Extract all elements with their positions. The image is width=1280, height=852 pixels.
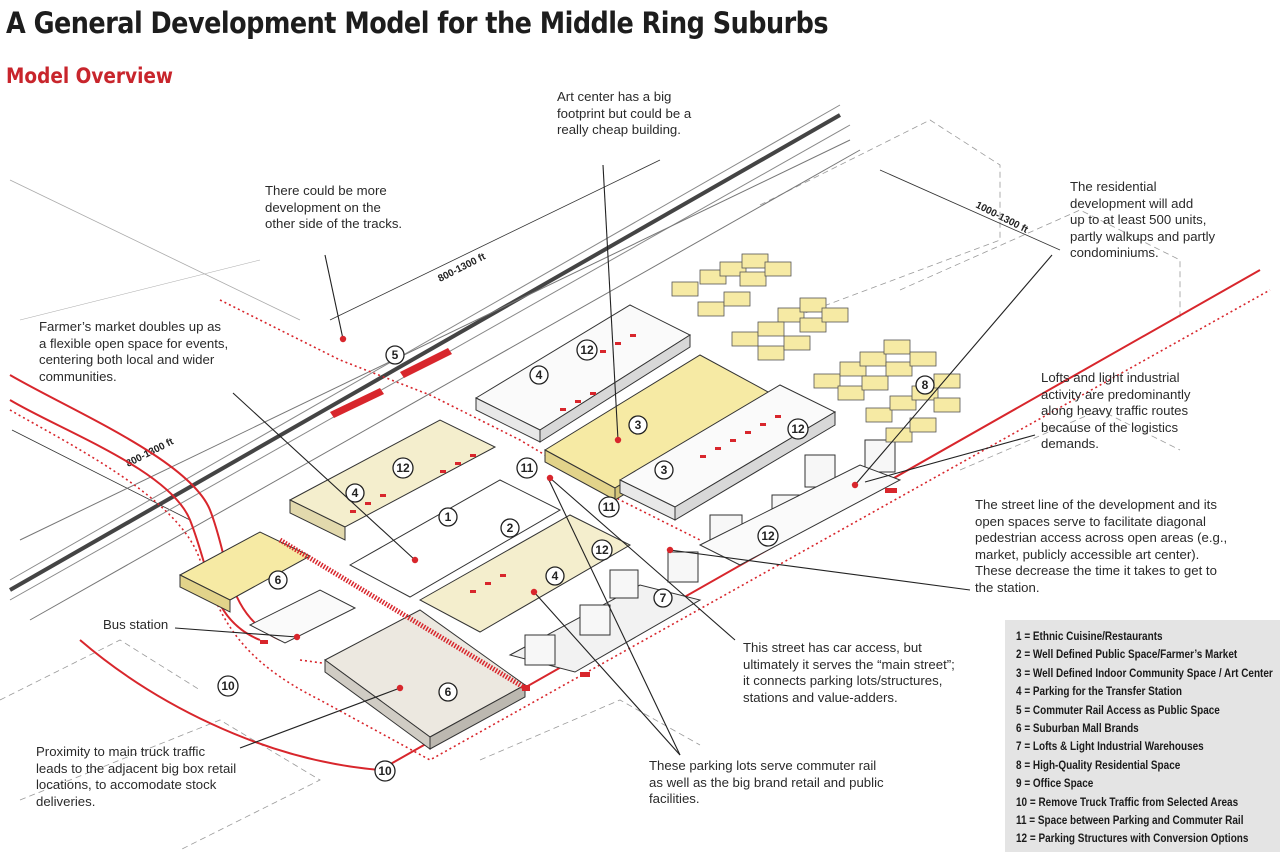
marker-label: 3 bbox=[635, 418, 642, 432]
marker-10: 10 bbox=[217, 675, 239, 697]
marker-5: 5 bbox=[385, 345, 405, 365]
annotation-art-center: Art center has a big footprint but could… bbox=[557, 89, 692, 138]
buildings bbox=[178, 304, 902, 750]
parking-dots bbox=[260, 334, 897, 691]
legend-item: 3 = Well Defined Indoor Community Space … bbox=[1016, 666, 1273, 680]
truck-routes bbox=[9, 269, 1261, 772]
marker-label: 1 bbox=[445, 510, 452, 524]
marker-label: 12 bbox=[791, 422, 805, 436]
marker-label: 10 bbox=[221, 679, 235, 693]
annotation-truck-traffic: Proximity to main truck traffic leads to… bbox=[36, 744, 237, 809]
marker-7: 7 bbox=[653, 588, 673, 608]
bus-station-block bbox=[248, 589, 357, 644]
marker-label: 7 bbox=[660, 591, 667, 605]
legend-item: 1 = Ethnic Cuisine/Restaurants bbox=[1016, 630, 1163, 643]
marker-12: 12 bbox=[576, 339, 598, 361]
marker-4: 4 bbox=[545, 566, 565, 586]
legend-item: 10 = Remove Truck Traffic from Selected … bbox=[1016, 795, 1239, 809]
legend-panel: 1 = Ethnic Cuisine/Restaurants 2 = Well … bbox=[1005, 620, 1280, 852]
marker-label: 12 bbox=[595, 543, 609, 557]
marker-label: 8 bbox=[922, 378, 929, 392]
trains bbox=[330, 348, 452, 418]
marker-8: 8 bbox=[915, 375, 935, 395]
marker-label: 6 bbox=[445, 685, 452, 699]
page-title: A General Development Model for the Midd… bbox=[6, 6, 829, 40]
marker-label: 3 bbox=[661, 463, 668, 477]
marker-12: 12 bbox=[392, 457, 414, 479]
marker-2: 2 bbox=[500, 518, 520, 538]
marker-12: 12 bbox=[757, 525, 779, 547]
context-lines bbox=[0, 119, 1181, 851]
marker-label: 4 bbox=[352, 486, 359, 500]
annotation-parking-lots: These parking lots serve commuter rail a… bbox=[649, 758, 884, 807]
marker-label: 5 bbox=[392, 348, 399, 362]
page-subtitle: Model Overview bbox=[6, 64, 174, 88]
parking-structure-south bbox=[418, 514, 632, 633]
marker-6: 6 bbox=[438, 682, 458, 702]
marker-label: 4 bbox=[536, 368, 543, 382]
marker-11: 11 bbox=[516, 457, 538, 479]
marker-label: 11 bbox=[603, 500, 616, 514]
legend-item: 12 = Parking Structures with Conversion … bbox=[1016, 832, 1249, 846]
annotation-residential: The residential development will add up … bbox=[1070, 179, 1216, 261]
legend-item: 4 = Parking for the Transfer Station bbox=[1016, 685, 1182, 699]
leader-lines bbox=[174, 164, 1053, 756]
marker-label: 12 bbox=[761, 529, 775, 543]
marker-3: 3 bbox=[654, 460, 674, 480]
marker-label: 6 bbox=[275, 573, 282, 587]
marker-12: 12 bbox=[787, 418, 809, 440]
legend-item: 2 = Well Defined Public Space/Farmer’s M… bbox=[1016, 648, 1238, 662]
marker-label: 12 bbox=[580, 343, 594, 357]
marker-11: 11 bbox=[598, 496, 620, 518]
marker-label: 4 bbox=[552, 569, 559, 583]
annotation-lofts: Lofts and light industrial activity are … bbox=[1041, 370, 1191, 452]
marker-4: 4 bbox=[529, 365, 549, 385]
marker-label: 12 bbox=[396, 461, 410, 475]
legend-item: 5 = Commuter Rail Access as Public Space bbox=[1016, 703, 1220, 717]
marker-4: 4 bbox=[345, 483, 365, 503]
annotation-more-development: There could be more development on the o… bbox=[265, 183, 403, 232]
marker-label: 11 bbox=[521, 461, 534, 475]
legend-item: 6 = Suburban Mall Brands bbox=[1016, 722, 1139, 736]
marker-6: 6 bbox=[268, 570, 288, 590]
marker-3: 3 bbox=[628, 415, 648, 435]
legend-item: 9 = Office Space bbox=[1016, 777, 1094, 791]
marker-label: 10 bbox=[378, 764, 392, 778]
marker-10: 10 bbox=[374, 760, 396, 782]
annotation-car-access: This street has car access, but ultimate… bbox=[743, 640, 955, 705]
legend-item: 11 = Space between Parking and Commuter … bbox=[1016, 814, 1244, 828]
annotation-farmers-market: Farmer’s market doubles up as a flexible… bbox=[39, 319, 229, 384]
annotation-street-line: The street line of the development and i… bbox=[975, 497, 1228, 595]
legend-item: 8 = High-Quality Residential Space bbox=[1016, 758, 1181, 772]
marker-label: 2 bbox=[507, 521, 514, 535]
annotation-bus-station: Bus station bbox=[103, 617, 169, 632]
leader-dots bbox=[293, 335, 859, 692]
marker-12: 12 bbox=[591, 539, 613, 561]
marker-1: 1 bbox=[438, 507, 458, 527]
big-box-retail bbox=[324, 609, 526, 738]
legend-item: 7 = Lofts & Light Industrial Warehouses bbox=[1016, 740, 1204, 754]
dimension-label-residential: 1000-1300 ft bbox=[974, 200, 1031, 236]
